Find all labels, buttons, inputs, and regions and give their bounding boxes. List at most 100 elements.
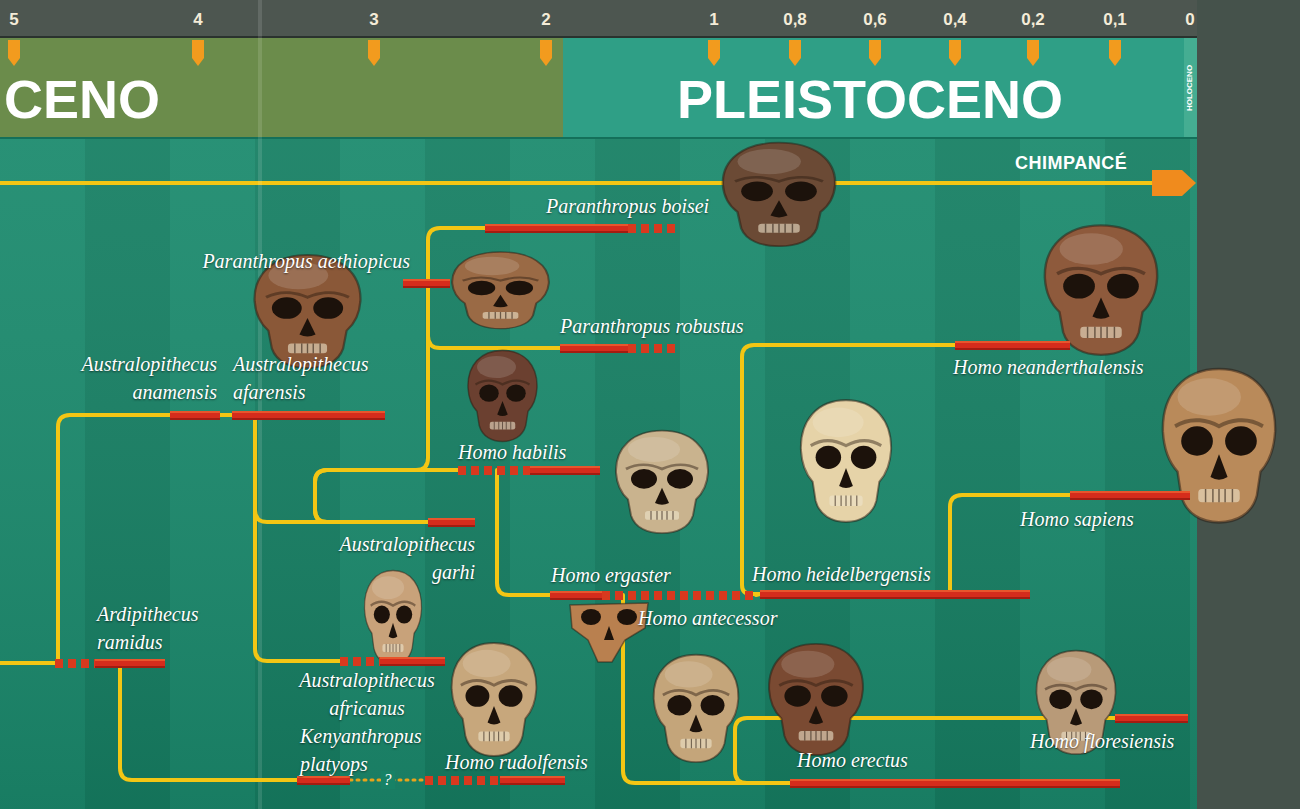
time-range-bar bbox=[1070, 491, 1190, 500]
species-name: Homo sapiens bbox=[1020, 505, 1134, 533]
chimp-arrow bbox=[1152, 170, 1196, 196]
tick-marker bbox=[1027, 40, 1039, 66]
skull bbox=[364, 570, 421, 664]
species-node: Australopithecus afarensis bbox=[230, 348, 400, 422]
time-range-bar bbox=[602, 591, 756, 600]
species-node: Australopithecus africanus bbox=[283, 655, 452, 725]
epoch-name: CENO bbox=[4, 69, 160, 129]
nasal-cavity bbox=[604, 626, 614, 640]
lineage-line bbox=[742, 345, 955, 594]
time-range-bar bbox=[95, 659, 165, 668]
epoch-name: HOLOCENO bbox=[1185, 65, 1195, 111]
species-node: Kenyanthropus platyops bbox=[295, 720, 442, 787]
tick-marker bbox=[949, 40, 961, 66]
time-range-bar bbox=[458, 466, 530, 475]
time-range-bar bbox=[500, 776, 565, 785]
lineage-line bbox=[623, 595, 790, 783]
lineage-line bbox=[120, 663, 297, 780]
axis-tick-label: 5 bbox=[9, 10, 18, 30]
lineage-line bbox=[255, 415, 340, 661]
species-node: Homo sapiens bbox=[1018, 489, 1192, 536]
species-node: Ardipithecus ramidus bbox=[53, 598, 224, 670]
holocene-band bbox=[1184, 37, 1197, 138]
species-node: Homo floresiensis bbox=[1028, 712, 1190, 758]
time-range-bar bbox=[550, 591, 602, 600]
species-node: Paranthropus aethiopicus bbox=[200, 245, 452, 290]
species-name: Homo antecessor bbox=[638, 604, 777, 632]
edge-label: ? bbox=[381, 771, 395, 789]
species-node: Paranthropus boisei bbox=[483, 190, 711, 235]
time-range-bar bbox=[340, 657, 380, 666]
tick-marker bbox=[789, 40, 801, 66]
species-name: Ardipithecus ramidus bbox=[97, 600, 222, 656]
species-node: Homo ergaster bbox=[548, 559, 758, 602]
skull bbox=[468, 350, 537, 441]
species-node: Australopithecus garhi bbox=[308, 516, 477, 589]
eye-socket bbox=[617, 609, 637, 625]
species-name: Kenyanthropus platyops bbox=[300, 722, 440, 778]
species-node: Paranthropus robustus bbox=[558, 310, 746, 355]
skull-fragment bbox=[570, 603, 648, 662]
skull bbox=[654, 655, 739, 762]
time-range-bar bbox=[628, 224, 680, 233]
skull bbox=[452, 252, 549, 329]
skull bbox=[1045, 225, 1157, 354]
species-name: Paranthropus robustus bbox=[560, 312, 744, 340]
skull bbox=[769, 644, 863, 755]
epoch-name: PLEISTOCENO bbox=[677, 69, 1063, 129]
lineage-label: CHIMPANCÉ bbox=[1015, 152, 1127, 174]
species-name: Australopithecus anamensis bbox=[47, 350, 217, 406]
time-ruler bbox=[0, 0, 1197, 37]
eye-socket bbox=[581, 609, 601, 625]
tick-marker bbox=[192, 40, 204, 66]
chimp-line bbox=[0, 181, 1155, 185]
axis-tick-label: 4 bbox=[193, 10, 202, 30]
species-node: Homo antecessor bbox=[636, 602, 779, 634]
species-node: Homo habilis bbox=[456, 436, 602, 477]
panel-ground bbox=[0, 138, 1197, 809]
species-node: Australopithecus anamensis bbox=[45, 348, 222, 422]
axis-tick-label: 0,6 bbox=[863, 10, 887, 30]
time-range-bar bbox=[232, 411, 385, 420]
time-range-bar bbox=[560, 344, 628, 353]
ruler-edge bbox=[0, 36, 1197, 38]
face-fragment bbox=[570, 603, 648, 662]
skull bbox=[616, 431, 708, 534]
time-range-bar bbox=[170, 411, 220, 420]
species-name: Paranthropus aethiopicus bbox=[202, 247, 410, 275]
axis-tick-label: 3 bbox=[369, 10, 378, 30]
species-name: Homo erectus bbox=[797, 746, 908, 774]
time-range-bar bbox=[380, 657, 445, 666]
species-name: Homo rudolfensis bbox=[445, 748, 588, 776]
species-node: Homo neanderthalensis bbox=[951, 339, 1146, 384]
axis-tick-label: 0,1 bbox=[1103, 10, 1127, 30]
species-name: Australopithecus africanus bbox=[285, 666, 450, 722]
time-range-bar bbox=[530, 466, 600, 475]
time-range-bar bbox=[55, 659, 95, 668]
skull bbox=[801, 400, 891, 522]
skull bbox=[452, 643, 537, 756]
time-range-bar bbox=[485, 224, 628, 233]
lineage-entry-line bbox=[0, 661, 58, 665]
skull bbox=[723, 143, 835, 247]
time-range-bar bbox=[790, 779, 1120, 788]
glass-reflection bbox=[258, 0, 262, 809]
time-range-bar bbox=[955, 341, 1070, 350]
axis-tick-label: 0 bbox=[1185, 10, 1194, 30]
species-name: Homo ergaster bbox=[551, 561, 671, 589]
pliocene-band bbox=[0, 37, 563, 138]
tick-marker bbox=[1109, 40, 1121, 66]
axis-tick-label: 0,4 bbox=[943, 10, 967, 30]
lineage-line bbox=[497, 470, 550, 595]
species-name: Homo neanderthalensis bbox=[953, 353, 1144, 381]
species-name: Australopithecus garhi bbox=[310, 530, 475, 586]
species-name: Homo habilis bbox=[458, 438, 566, 466]
lineage-line bbox=[58, 415, 170, 663]
time-range-bar bbox=[425, 776, 500, 785]
species-name: Australopithecus afarensis bbox=[233, 350, 398, 406]
species-node: Homo heidelbergensis bbox=[750, 558, 1032, 601]
axis-tick-label: 0,8 bbox=[783, 10, 807, 30]
